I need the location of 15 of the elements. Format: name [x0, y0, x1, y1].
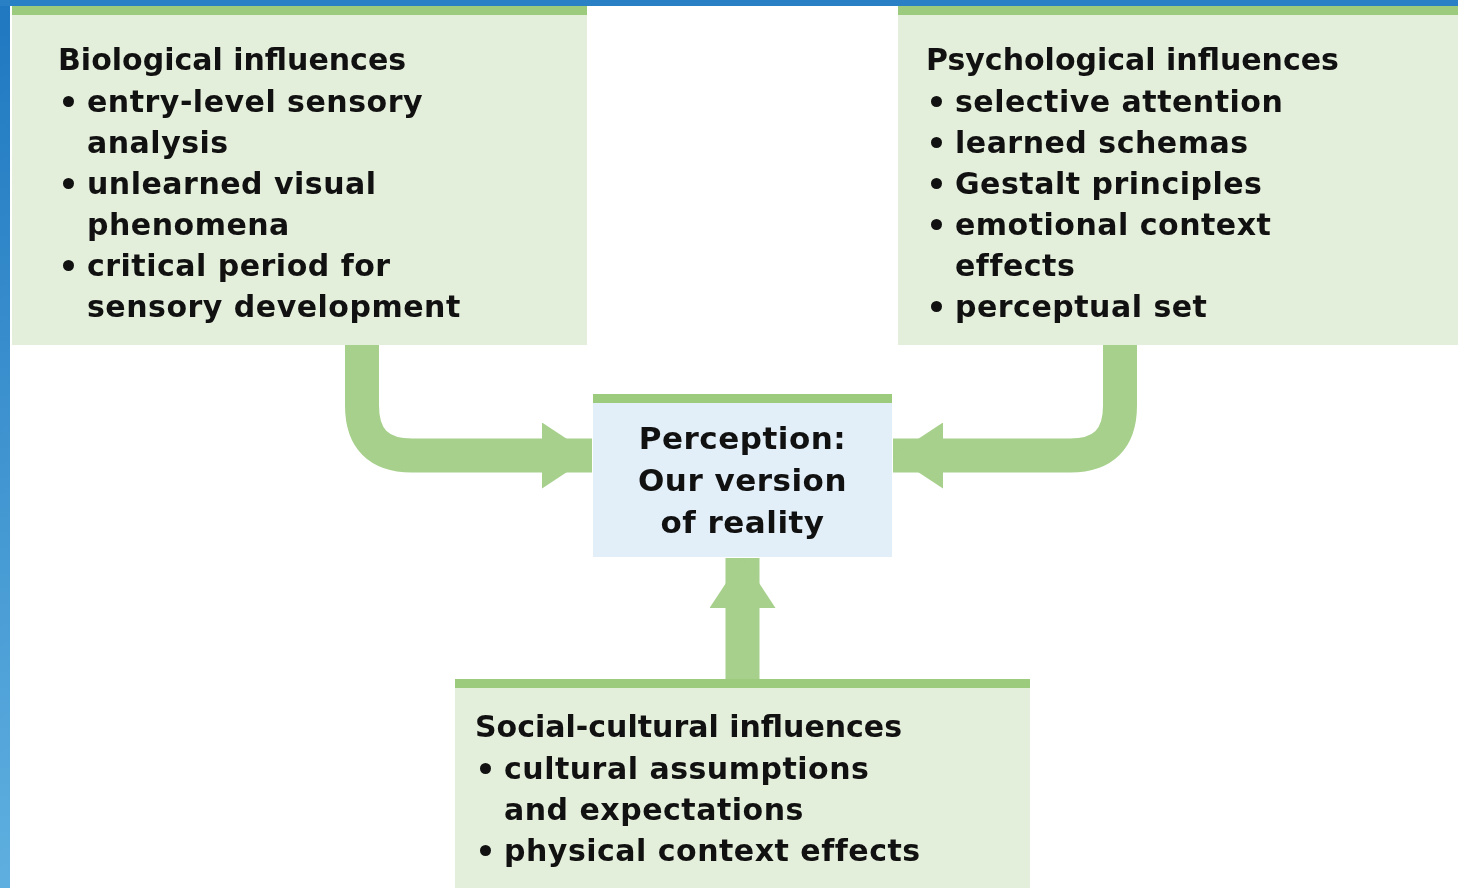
list-item: learned schemas — [955, 124, 1249, 162]
box-heading: Biological influences — [58, 41, 408, 79]
box-heading: Psychological influences — [926, 41, 1340, 79]
list-item: selective attention — [955, 83, 1284, 121]
box-title: Perception: Our version of reality — [637, 419, 848, 542]
list-item: Gestalt principles — [955, 165, 1263, 203]
influence-box — [455, 679, 1030, 888]
result-box — [593, 394, 892, 557]
list-item: physical context effects — [504, 832, 921, 870]
curved-arrow — [709, 558, 776, 679]
influence-box — [12, 6, 587, 345]
list-item: critical period for sensory development — [87, 247, 462, 326]
box-heading: Social-cultural influences — [475, 708, 904, 746]
influence-box — [898, 6, 1458, 345]
list-item: perceptual set — [955, 288, 1208, 326]
